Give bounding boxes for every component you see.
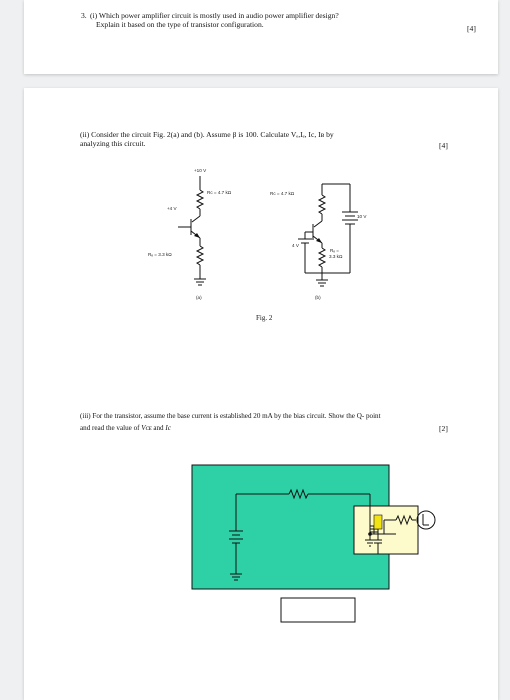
fig2b-rc-label: Rᴄ = 4.7 kΩ (270, 191, 295, 196)
fig2a-re-label: Rₑ = 3.3 kΩ (148, 252, 172, 257)
yellow-panel (353, 505, 419, 555)
fig2b-caption: (b) (315, 295, 321, 300)
fig2b-circuit (298, 183, 358, 287)
fig2a-vcc-label: +10 V (194, 168, 207, 173)
fig2a-rc-label: Rᴄ = 4.7 kΩ (207, 190, 232, 195)
part-ii-marks: [4] (439, 141, 448, 150)
answer-box (280, 597, 356, 623)
part-iii-line2-prefix: and read the value of (80, 424, 142, 432)
fig2a-circuit (178, 176, 206, 286)
part-iii-question-line2: and read the value of Vᴄᴇ and Ic (80, 424, 171, 434)
junction-dot (368, 532, 372, 536)
fig2b-re-label: Rₑ = (330, 248, 339, 253)
fig2a-caption: (a) (196, 295, 202, 300)
question-card-2: (ii) Consider the circuit Fig. 2(a) and … (24, 88, 498, 700)
part-ii-question-line1: (ii) Consider the circuit Fig. 2(a) and … (80, 130, 334, 139)
part-ii-question-line2: analyzing this circuit. (80, 139, 146, 148)
part-iii-line2-mid: and (151, 424, 166, 432)
fig2b-re-value: 3.3 kΩ (329, 254, 343, 259)
fig2-caption: Fig. 2 (256, 314, 273, 322)
ic-symbol: Ic (165, 424, 171, 432)
fig2a-vb-label: +4 V (167, 206, 177, 211)
part-i-marks: [4] (467, 24, 476, 33)
part-iii-circuit (191, 464, 436, 623)
question-number: 3. (81, 11, 87, 20)
question-card-1: 3. (i) Which power amplifier circuit is … (24, 0, 498, 74)
part-iii-marks: [2] (439, 424, 448, 433)
part-i-question-line2: Explain it based on the type of transist… (96, 20, 264, 29)
part-iii-question-line1: (iii) For the transistor, assume the bas… (80, 412, 381, 420)
yellow-highlight (373, 514, 383, 530)
part-i-question-line1: (i) Which power amplifier circuit is mos… (90, 11, 339, 20)
fig2b-vb-label: 4 V (292, 243, 299, 248)
fig2b-vcc-label: 10 V (357, 214, 367, 219)
vce-symbol: Vᴄᴇ (141, 424, 152, 432)
